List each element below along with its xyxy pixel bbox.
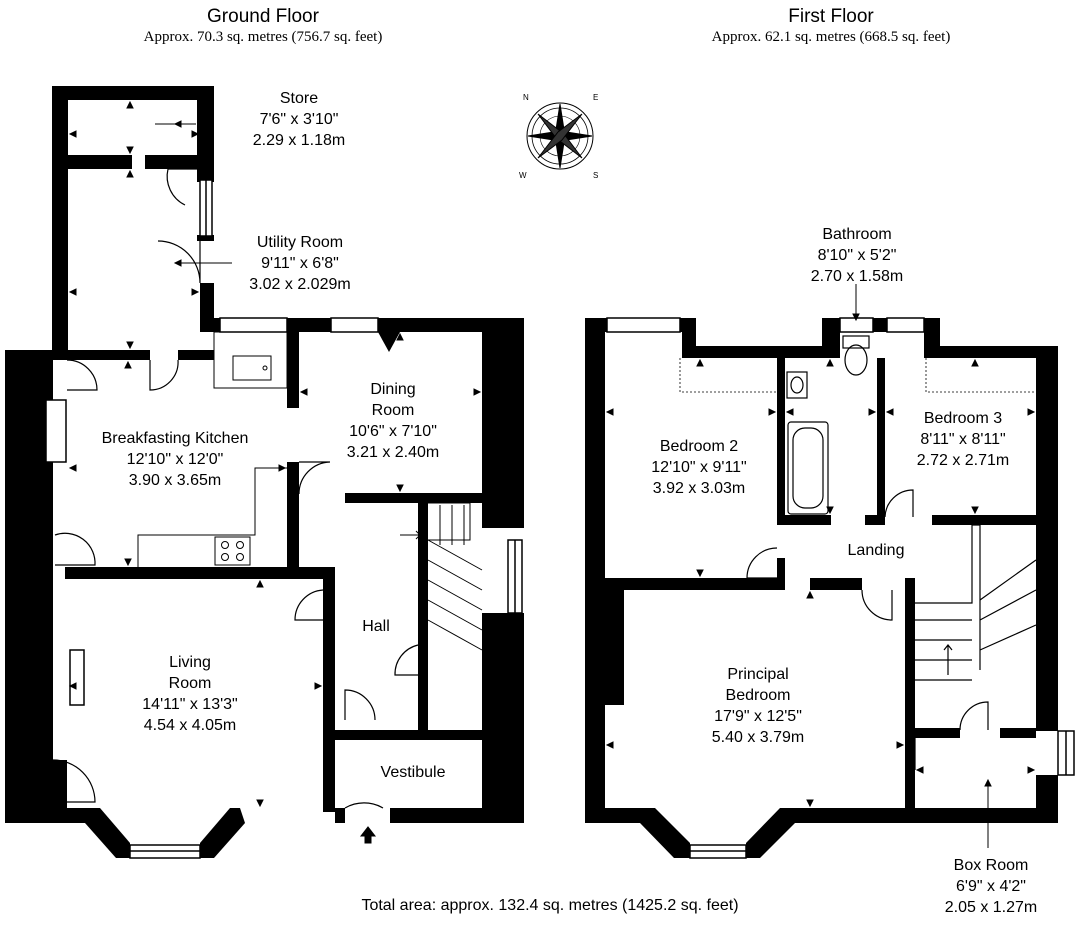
ground-floor-plan <box>5 86 524 858</box>
room-label-kitchen: Breakfasting Kitchen 12'10" x 12'0" 3.90… <box>101 430 249 489</box>
room-label-living: Living Room 14'11" x 13'3" 4.54 x 4.05m <box>142 654 238 734</box>
room-label-landing: Landing <box>847 542 905 559</box>
room-label-bedroom3: Bedroom 3 8'11" x 8'11" 2.72 x 2.71m <box>916 410 1010 469</box>
room-label-utility: Utility Room 9'11" x 6'8" 3.02 x 2.029m <box>249 234 351 293</box>
room-label-vestibule: Vestibule <box>380 764 446 781</box>
ground-floor-header: Ground Floor Approx. 70.3 sq. metres (75… <box>112 6 414 46</box>
first-floor-area: Approx. 62.1 sq. metres (668.5 sq. feet) <box>711 29 951 45</box>
total-area: Total area: approx. 132.4 sq. metres (14… <box>361 897 739 914</box>
first-floor-header: First Floor Approx. 62.1 sq. metres (668… <box>690 6 972 46</box>
ground-dimension-markers <box>68 100 482 844</box>
first-dimension-markers <box>605 358 1036 808</box>
room-label-principal: Principal Bedroom 17'9" x 12'5" 5.40 x 3… <box>711 666 805 746</box>
svg-text:S: S <box>593 171 598 180</box>
room-label-hall: Hall <box>362 618 390 635</box>
room-label-bathroom: Bathroom 8'10" x 5'2" 2.70 x 1.58m <box>810 226 904 285</box>
room-label-dining: Dining Room 10'6" x 7'10" 3.21 x 2.40m <box>346 381 440 461</box>
ground-floor-title: Ground Floor <box>207 6 319 27</box>
room-label-bedroom2: Bedroom 2 12'10" x 9'11" 3.92 x 3.03m <box>651 438 747 497</box>
svg-text:W: W <box>519 171 527 180</box>
first-floor-plan <box>585 318 1058 858</box>
svg-text:N: N <box>523 93 529 102</box>
room-label-store: Store 7'6" x 3'10" 2.29 x 1.18m <box>252 90 346 149</box>
ground-floor-area: Approx. 70.3 sq. metres (756.7 sq. feet) <box>143 29 383 45</box>
svg-text:E: E <box>593 93 598 102</box>
room-label-boxroom: Box Room 6'9" x 4'2" 2.05 x 1.27m <box>944 857 1038 916</box>
first-floor-title: First Floor <box>788 6 874 27</box>
compass-rose-icon: N E W S <box>519 93 598 180</box>
